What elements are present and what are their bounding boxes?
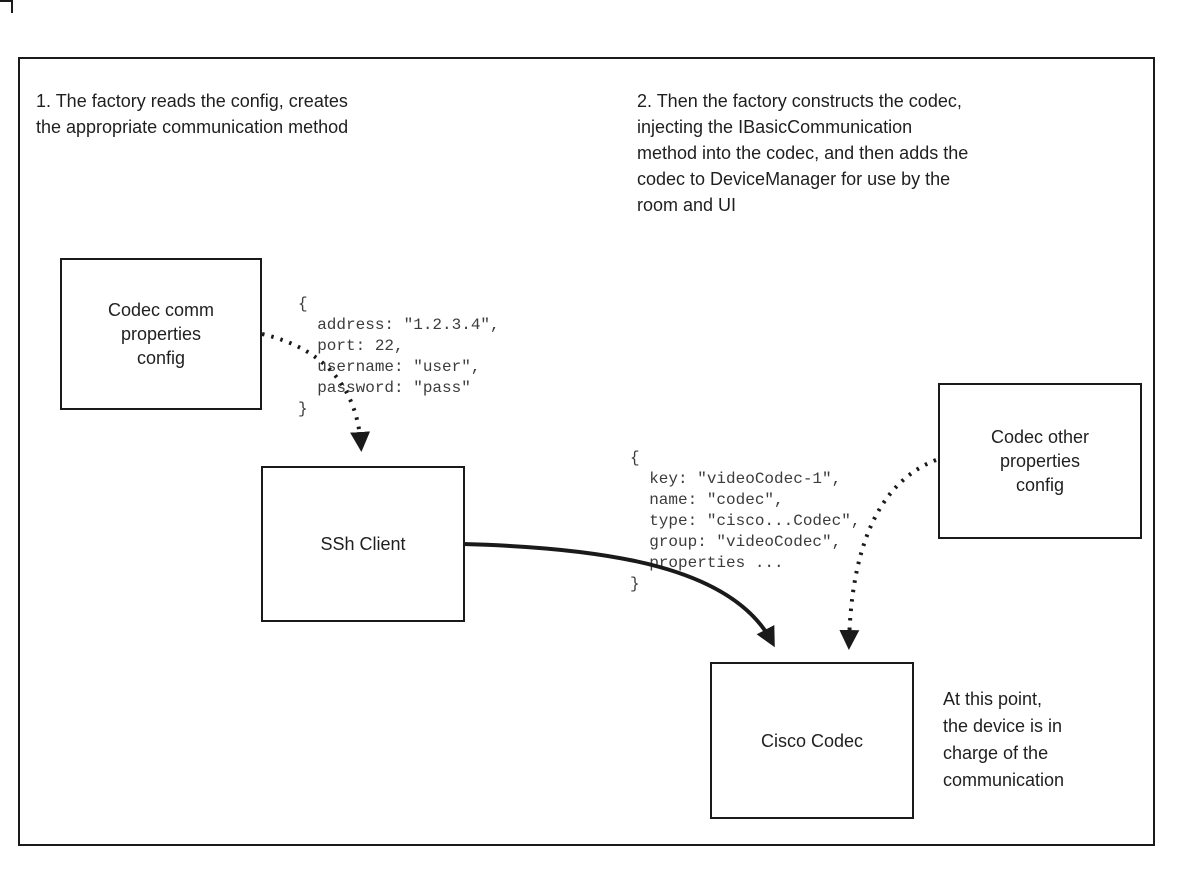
- box-codec-other-label: Codec other properties config: [990, 427, 1090, 495]
- note-step-1: 1. The factory reads the config, creates…: [36, 91, 349, 137]
- note-step-2: 2. Then the factory constructs the codec…: [637, 91, 969, 215]
- box-cisco-codec: Cisco Codec: [710, 662, 914, 819]
- box-codec-other-properties-config: Codec other properties config: [938, 383, 1142, 539]
- top-left-border-artifact: [0, 0, 13, 13]
- box-codec-comm-properties-config: Codec comm properties config: [60, 258, 262, 410]
- box-codec-comm-label: Codec comm properties config: [107, 300, 215, 368]
- note-result: At this point, the device is in charge o…: [943, 689, 1065, 790]
- box-ssh-client: SSh Client: [261, 466, 465, 622]
- box-ssh-client-label: SSh Client: [320, 534, 406, 554]
- code-codec-properties: { key: "videoCodec-1", name: "codec", ty…: [630, 449, 861, 593]
- box-cisco-codec-label: Cisco Codec: [760, 730, 864, 751]
- code-comm-properties: { address: "1.2.3.4", port: 22, username…: [298, 295, 500, 418]
- diagram-outer-frame: [18, 57, 1155, 846]
